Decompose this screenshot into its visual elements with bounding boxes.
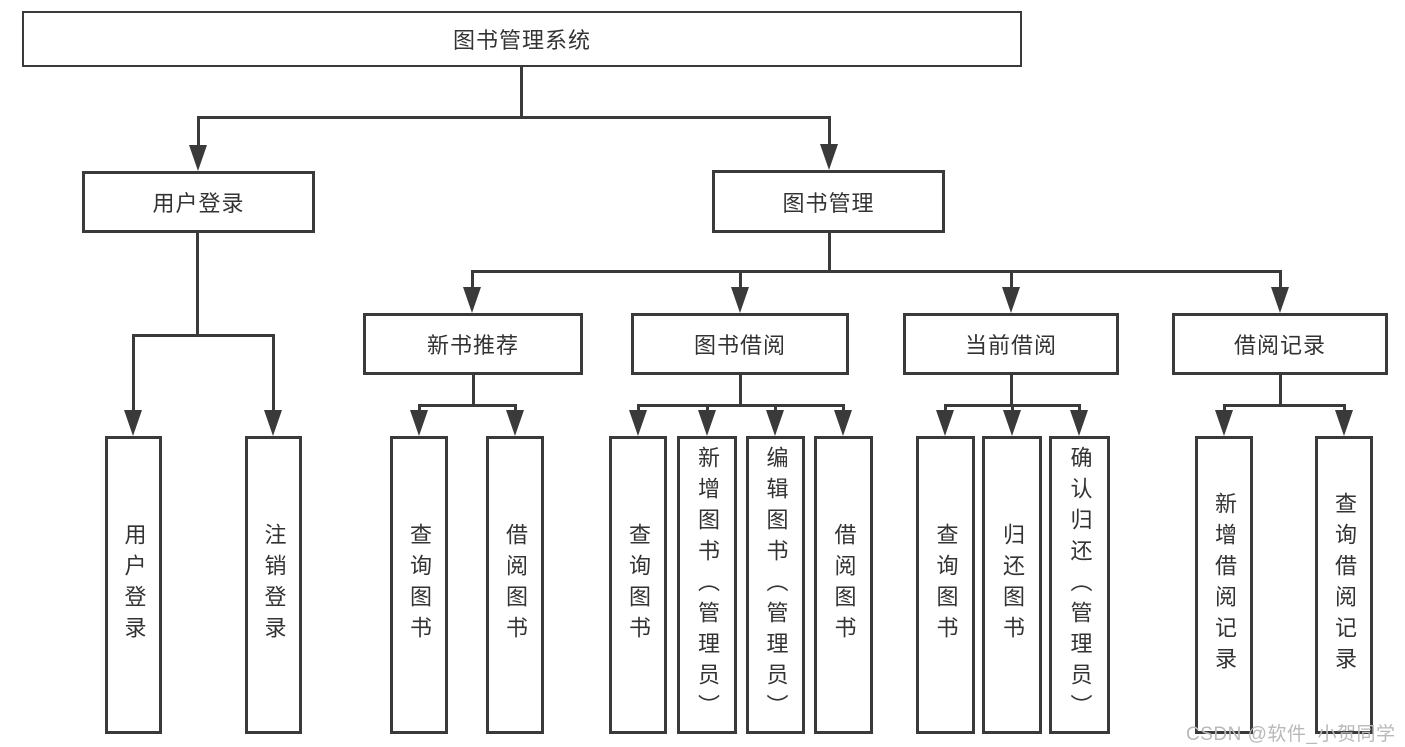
leaf-borrow-books: 借阅图书 bbox=[814, 436, 873, 734]
connector-borrow-horizontal bbox=[637, 404, 845, 407]
arrowhead-leaf-user-login bbox=[124, 410, 142, 436]
arrowhead-leaf-add-record bbox=[1215, 410, 1233, 436]
connector-recommend-horizontal bbox=[418, 404, 517, 407]
arrowhead-leaf-query-record bbox=[1335, 410, 1353, 436]
connector-to-user-login bbox=[197, 116, 200, 150]
connector-new-book-recommend-stub bbox=[472, 372, 475, 406]
arrowhead-leaf-return-books bbox=[1003, 410, 1021, 436]
arrowhead-borrow-records bbox=[1271, 287, 1289, 313]
leaf-borrow-query-books: 查询图书 bbox=[609, 436, 667, 734]
arrowhead-current-borrow bbox=[1002, 287, 1020, 313]
node-book-management: 图书管理 bbox=[712, 170, 945, 233]
leaf-logout: 注销登录 bbox=[245, 436, 302, 734]
connector-to-borrow-records bbox=[1279, 270, 1282, 292]
arrowhead-leaf-current-query bbox=[936, 410, 954, 436]
connector-level2-horizontal bbox=[471, 270, 1281, 273]
leaf-confirm-return-admin: 确认归还（管理员） bbox=[1049, 436, 1110, 734]
arrowhead-leaf-recommend-borrow bbox=[506, 410, 524, 436]
leaf-add-books-admin: 新增图书（管理员） bbox=[677, 436, 737, 734]
connector-borrow-records-stub bbox=[1279, 372, 1282, 406]
leaf-recommend-query-books: 查询图书 bbox=[390, 436, 448, 734]
csdn-watermark: CSDN @软件_小贺同学 bbox=[1186, 724, 1396, 745]
connector-root-stub bbox=[520, 66, 523, 118]
leaf-recommend-borrow-books: 借阅图书 bbox=[486, 436, 544, 734]
node-current-borrow: 当前借阅 bbox=[903, 313, 1119, 375]
connector-to-new-book-recommend bbox=[471, 270, 474, 292]
connector-user-login-stub bbox=[196, 231, 199, 336]
connector-user-login-horizontal bbox=[132, 334, 275, 337]
leaf-query-borrow-record: 查询借阅记录 bbox=[1315, 436, 1373, 734]
connector-to-leaf-logout bbox=[272, 334, 275, 414]
connector-to-current-borrow bbox=[1010, 270, 1013, 292]
connector-to-book-management bbox=[828, 116, 831, 150]
node-user-login: 用户登录 bbox=[82, 171, 315, 233]
arrowhead-leaf-add-books bbox=[698, 410, 716, 436]
arrowhead-new-book-recommend bbox=[463, 287, 481, 313]
arrowhead-leaf-recommend-query bbox=[410, 410, 428, 436]
leaf-edit-books-admin: 编辑图书（管理员） bbox=[746, 436, 805, 734]
leaf-current-query-books: 查询图书 bbox=[916, 436, 975, 734]
arrowhead-leaf-logout bbox=[264, 410, 282, 436]
arrowhead-book-borrow bbox=[731, 287, 749, 313]
node-new-book-recommend: 新书推荐 bbox=[363, 313, 583, 375]
connector-records-horizontal bbox=[1223, 404, 1345, 407]
arrowhead-leaf-edit-books bbox=[766, 410, 784, 436]
arrowhead-leaf-borrow-query bbox=[629, 410, 647, 436]
arrowhead-leaf-confirm-return bbox=[1070, 410, 1088, 436]
connector-book-management-stub bbox=[828, 231, 831, 272]
leaf-return-books: 归还图书 bbox=[982, 436, 1042, 734]
connector-level1-horizontal bbox=[197, 116, 830, 119]
connector-current-borrow-stub bbox=[1010, 372, 1013, 406]
node-borrow-records: 借阅记录 bbox=[1172, 313, 1388, 375]
leaf-user-login: 用户登录 bbox=[105, 436, 162, 734]
node-book-borrow: 图书借阅 bbox=[631, 313, 849, 375]
arrowhead-user-login bbox=[189, 145, 207, 171]
leaf-add-borrow-record: 新增借阅记录 bbox=[1195, 436, 1253, 734]
connector-to-leaf-user-login bbox=[132, 334, 135, 414]
arrowhead-book-management bbox=[820, 144, 838, 170]
node-root: 图书管理系统 bbox=[22, 11, 1022, 67]
connector-to-book-borrow bbox=[739, 270, 742, 292]
arrowhead-leaf-borrow-books bbox=[834, 410, 852, 436]
connector-book-borrow-stub bbox=[739, 372, 742, 406]
